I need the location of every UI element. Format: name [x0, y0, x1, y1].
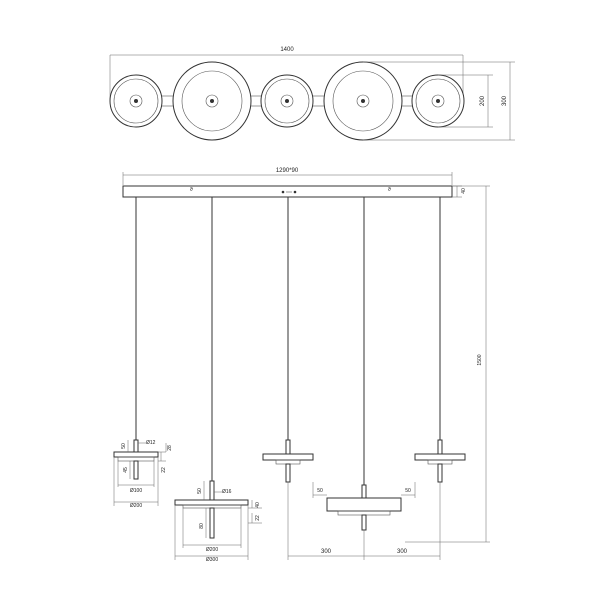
pendant-lamp-5 [414, 439, 466, 560]
label-s-top-h: 50 [121, 443, 127, 449]
label-spacing-left: 300 [321, 549, 332, 555]
top-view-lamp-2 [172, 61, 252, 141]
front-view: 1290*90 ϑ ϑ 40 1500 50 [113, 168, 490, 563]
svg-text:ϑ: ϑ [190, 187, 193, 193]
label-outer-depth: 300 [502, 95, 508, 106]
label-s-stem-h: 45 [123, 467, 129, 473]
label-canopy-width: 1290*90 [276, 168, 299, 174]
label-s-stem-d: Ø12 [146, 440, 156, 446]
label-l-outer-d: Ø300 [206, 557, 218, 563]
label-spacing-right: 300 [397, 549, 408, 555]
label-offset-left: 50 [317, 488, 323, 494]
top-view-lamp-3 [260, 74, 314, 128]
label-s-inner-d: Ø100 [130, 488, 142, 494]
top-view-lamp-5 [411, 74, 465, 128]
pendant-lamp-3 [262, 439, 314, 560]
label-s-outer-d: Ø200 [130, 503, 142, 509]
svg-text:ϑ: ϑ [388, 187, 391, 193]
label-s-side-h: 28 [167, 445, 173, 451]
top-view-lamp-1 [109, 74, 163, 128]
label-s-bottom-h: 22 [161, 467, 167, 473]
pendant-lamp-4 [326, 484, 402, 560]
pendant-lamp-2: 50 Ø16 40 22 80 Ø200 Ø300 [174, 480, 262, 563]
label-l-top-h: 50 [197, 488, 203, 494]
top-view-lamp-4 [323, 61, 403, 141]
label-inner-depth: 200 [480, 95, 486, 106]
label-drop-height: 1500 [477, 354, 483, 365]
label-overall-width: 1400 [280, 47, 294, 53]
label-offset-right: 50 [405, 488, 411, 494]
pendant-lamp-1: 50 Ø12 28 22 45 Ø100 Ø200 [113, 439, 173, 509]
label-l-stem-d: Ø16 [222, 489, 232, 495]
label-l-inner-d: Ø200 [206, 547, 218, 553]
top-view: 1400 [109, 47, 515, 141]
ceiling-canopy [122, 185, 453, 198]
label-l-stem-h: 80 [199, 523, 205, 529]
label-l-bottom-h: 22 [255, 515, 261, 521]
label-canopy-height: 40 [461, 188, 467, 194]
label-l-side-h: 40 [255, 502, 261, 508]
